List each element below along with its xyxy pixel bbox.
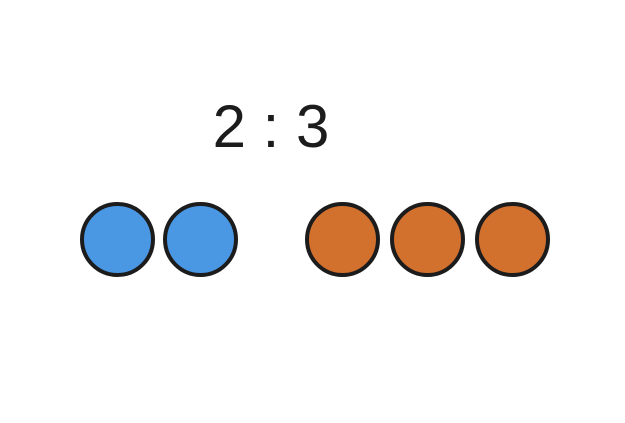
blue-circle — [163, 202, 238, 277]
blue-circle-group — [80, 202, 238, 277]
orange-circle — [475, 202, 550, 277]
ratio-label: 2 : 3 — [212, 93, 330, 160]
orange-circle — [305, 202, 380, 277]
orange-circle — [390, 202, 465, 277]
orange-circle-group — [305, 202, 550, 277]
blue-circle — [80, 202, 155, 277]
